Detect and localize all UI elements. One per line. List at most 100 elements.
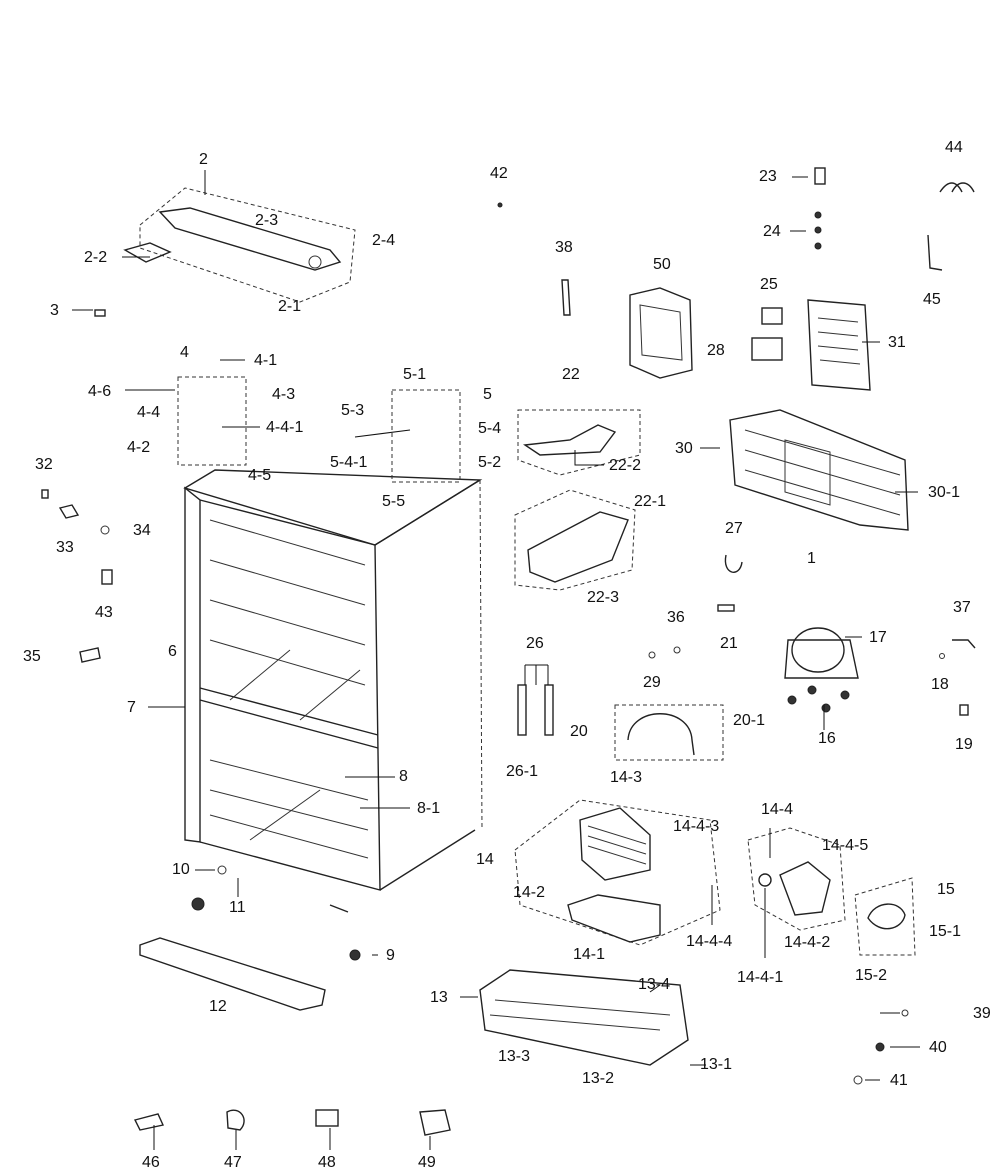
callout-13-1: 13-1: [700, 1056, 733, 1073]
callout-14-4-1: 14-4-1: [737, 969, 784, 986]
callout-5-5: 5-5: [382, 493, 406, 510]
callout-20: 20: [570, 723, 588, 740]
callout-30: 30: [675, 440, 693, 457]
duct-22-1-box: [514, 489, 636, 591]
callout-2-1: 2-1: [278, 298, 302, 315]
callout-24: 24: [763, 223, 781, 240]
callout-14-3: 14-3: [610, 769, 643, 786]
part-39: [901, 1009, 909, 1017]
part-36: [673, 646, 681, 654]
callout-45: 45: [923, 291, 941, 308]
part-29: [648, 651, 656, 659]
evaporator-14-box: [514, 799, 721, 946]
part-27: [724, 554, 743, 573]
part-34: [100, 525, 110, 535]
callout-3: 3: [50, 302, 59, 319]
callout-14-4-4: 14-4-4: [686, 933, 733, 950]
callout-5: 5: [483, 386, 492, 403]
callout-11: 11: [229, 899, 246, 916]
part-28-module: [751, 337, 783, 361]
callout-34: 34: [133, 522, 151, 539]
callout-9: 9: [386, 947, 395, 964]
callout-2-2: 2-2: [84, 249, 108, 266]
part-10: [217, 865, 227, 875]
callout-32: 32: [35, 456, 53, 473]
fan-14-4-box: [747, 827, 846, 931]
fan-15-box: [854, 877, 916, 956]
callout-21: 21: [720, 635, 738, 652]
callout-2: 2: [199, 151, 208, 168]
callout-6: 6: [168, 643, 177, 660]
callout-2-3: 2-3: [255, 212, 279, 229]
top-cover-assembly: [123, 187, 356, 303]
callout-13-4: 13-4: [638, 976, 671, 993]
back-cover-30: [729, 409, 909, 531]
part-49: [419, 1109, 451, 1136]
part-40: [875, 1042, 885, 1052]
callout-25: 25: [760, 276, 778, 293]
part-25: [761, 307, 783, 325]
callout-22: 22: [562, 366, 580, 383]
part-47: [226, 1109, 245, 1131]
callout-14-2: 14-2: [513, 884, 546, 901]
callout-4: 4: [180, 344, 189, 361]
plate-31: [807, 299, 871, 391]
callout-4-5: 4-5: [248, 467, 272, 484]
part-23: [814, 167, 826, 185]
fan-14-4-2: [779, 861, 831, 916]
callout-13-3: 13-3: [498, 1048, 531, 1065]
clip-44: [939, 182, 975, 193]
hinge-group-4-box: [177, 376, 247, 466]
callout-17: 17: [869, 629, 887, 646]
callout-15: 15: [937, 881, 955, 898]
callout-8-1: 8-1: [417, 800, 441, 817]
callout-40: 40: [929, 1039, 947, 1056]
callout-37: 37: [953, 599, 971, 616]
callout-13-2: 13-2: [582, 1070, 615, 1087]
callout-4-2: 4-2: [127, 439, 151, 456]
part-48: [315, 1109, 339, 1127]
callout-22-3: 22-3: [587, 589, 620, 606]
callout-39: 39: [973, 1005, 991, 1022]
callout-4-4-1: 4-4-1: [266, 419, 304, 436]
callout-1: 1: [807, 550, 816, 567]
refrigerator-cabinet: [183, 469, 483, 891]
callout-7: 7: [127, 699, 136, 716]
fan-15: [867, 903, 906, 930]
duct-22-box: [517, 409, 641, 476]
pin-45: [927, 234, 943, 271]
callout-4-3: 4-3: [272, 386, 296, 403]
part-21: [717, 604, 735, 612]
base-plate-13: [479, 969, 689, 1066]
callout-14-1: 14-1: [573, 946, 606, 963]
callout-26: 26: [526, 635, 544, 652]
callout-5-4-1: 5-4-1: [330, 454, 368, 471]
rod-26-1: [517, 684, 527, 736]
part-35: [79, 647, 101, 663]
callout-38: 38: [555, 239, 573, 256]
callout-15-2: 15-2: [855, 967, 888, 984]
callout-46: 46: [142, 1154, 160, 1169]
part-38: [561, 279, 571, 316]
part-33: [58, 504, 80, 519]
callout-20-1: 20-1: [733, 712, 766, 729]
part-41: [853, 1075, 863, 1085]
callout-31: 31: [888, 334, 906, 351]
part-37: [952, 639, 976, 649]
callout-29: 29: [643, 674, 661, 691]
callout-14-4-2: 14-4-2: [784, 934, 831, 951]
callout-14: 14: [476, 851, 494, 868]
drain-20-box: [614, 704, 724, 761]
callout-28: 28: [707, 342, 725, 359]
part-32: [41, 489, 49, 499]
callout-44: 44: [945, 139, 963, 156]
callout-43: 43: [95, 604, 113, 621]
part-9: [349, 949, 361, 961]
callout-18: 18: [931, 676, 949, 693]
bolt: [329, 904, 349, 913]
callout-41: 41: [890, 1072, 908, 1089]
callout-23: 23: [759, 168, 777, 185]
callout-47: 47: [224, 1154, 242, 1169]
